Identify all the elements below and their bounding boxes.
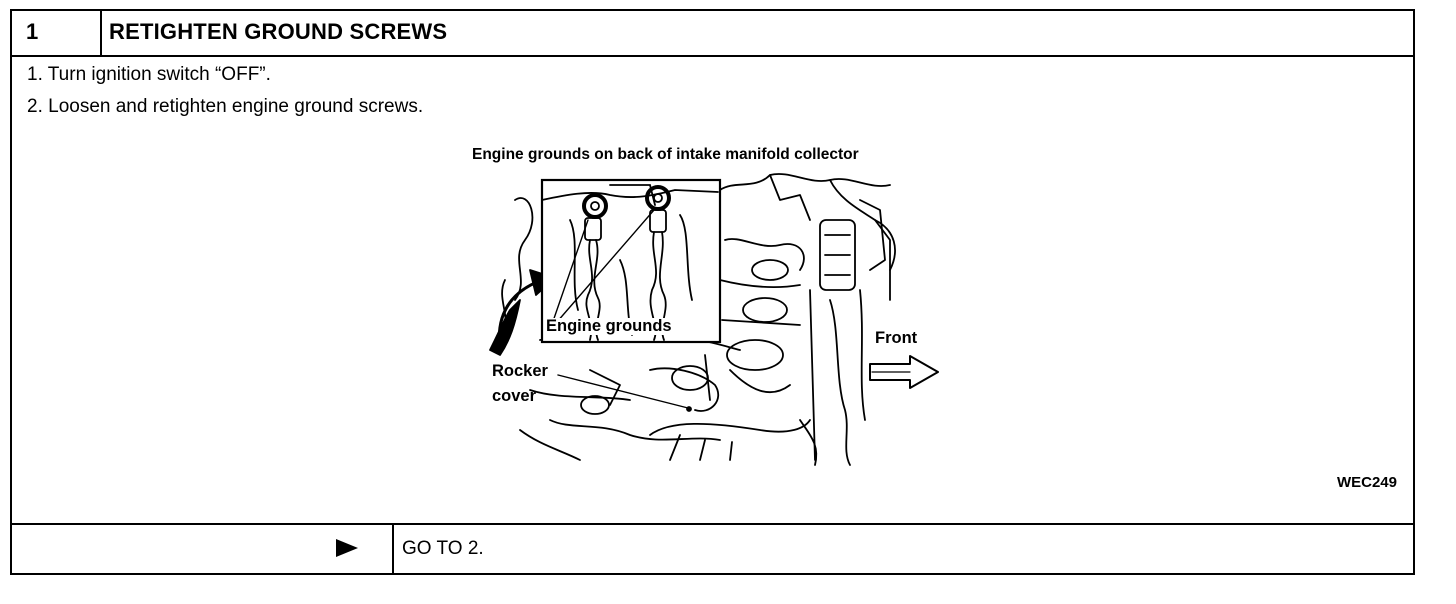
engine-grounds-label: Engine grounds [546,317,672,335]
header-divider [100,11,102,55]
step-footer: GO TO 2. [12,523,1413,573]
instruction-1: 1. Turn ignition switch “OFF”. [27,64,271,85]
engine-outline [514,197,534,301]
go-to-step-link[interactable]: GO TO 2. [402,538,484,559]
cover-label: cover [492,387,537,405]
engine-ground-diagram [489,173,939,466]
front-label: Front [875,329,918,347]
step-number: 1 [26,19,39,44]
procedure-step-box: 1 RETIGHTEN GROUND SCREWS 1. Turn igniti… [10,9,1415,575]
figure-caption: Engine grounds on back of intake manifol… [472,146,859,163]
figure-code: WEC249 [1336,474,1397,491]
step-header: 1 RETIGHTEN GROUND SCREWS [12,11,1413,57]
footer-divider [392,525,394,573]
play-arrow-icon [334,537,360,564]
rocker-label: Rocker [492,362,548,380]
engine-grounds-inset [540,178,722,344]
step-title: RETIGHTEN GROUND SCREWS [109,19,448,44]
instruction-2: 2. Loosen and retighten engine ground sc… [27,96,424,117]
